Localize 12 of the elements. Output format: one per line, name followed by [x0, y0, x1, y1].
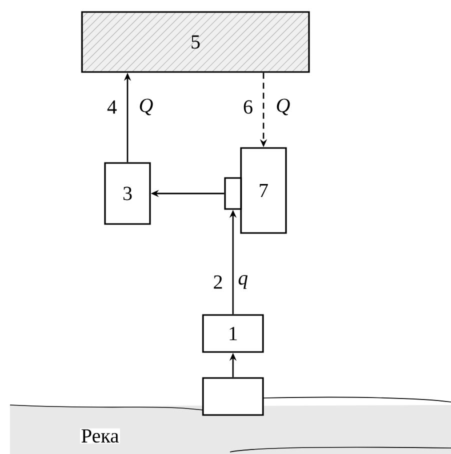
- inlet-box: [224, 177, 242, 210]
- process-box: 3: [104, 162, 151, 225]
- flow-symbol: Q: [140, 98, 153, 116]
- process-box: 1: [202, 314, 264, 353]
- edge-label: 4: [107, 100, 117, 114]
- flow-symbol: Q: [276, 98, 290, 116]
- intake-box: [202, 377, 264, 416]
- flow-symbol: q: [238, 275, 248, 289]
- river-band: Река: [10, 396, 451, 454]
- tank-box: 5: [81, 11, 310, 73]
- edge-label: 2: [214, 275, 222, 289]
- edge-label: 6: [244, 100, 252, 114]
